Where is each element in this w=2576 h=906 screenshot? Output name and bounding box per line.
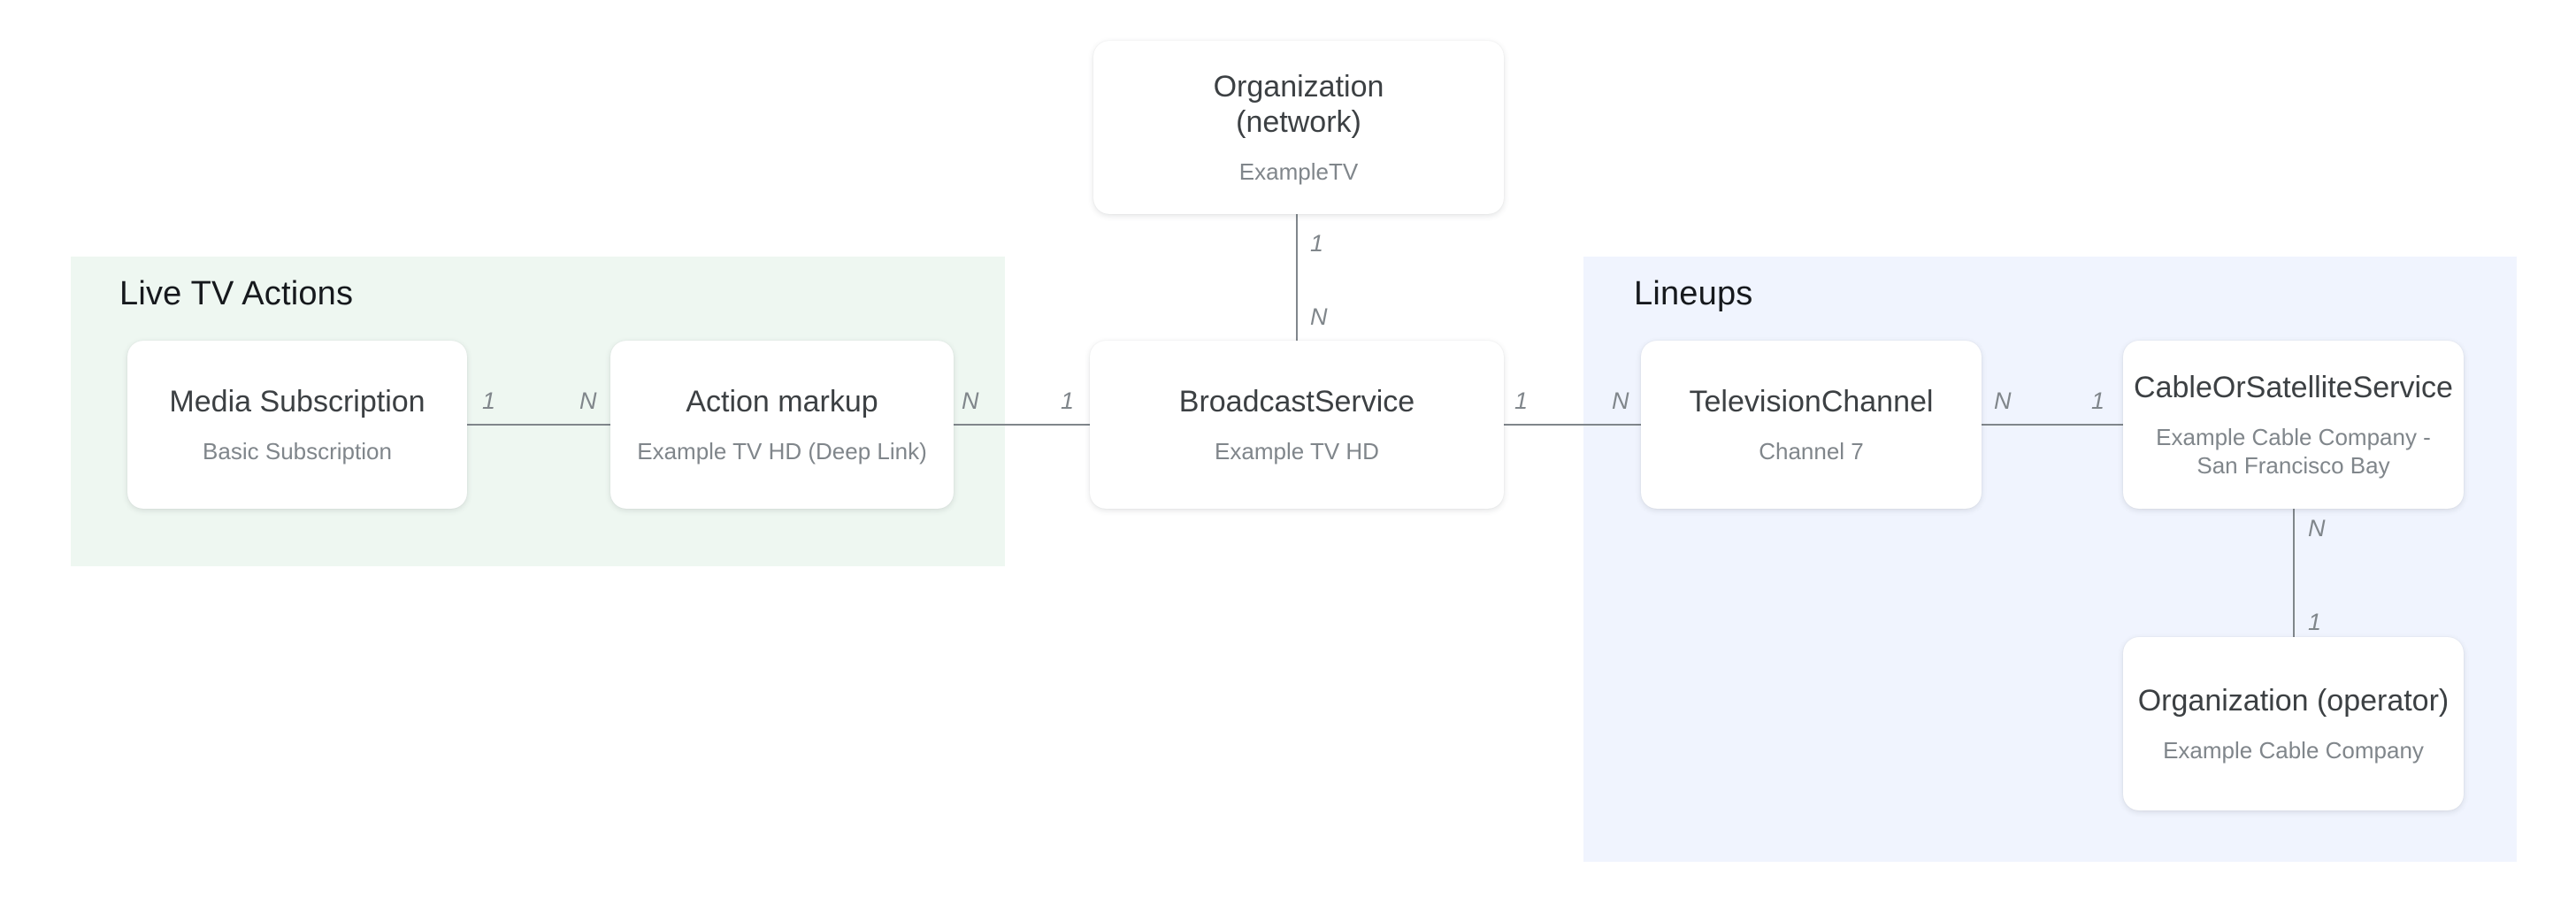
cardinality-media-subscription-out: 1: [482, 388, 496, 414]
cardinality-action-markup-out: N: [962, 388, 979, 414]
connector-broadcast-service-to-television-channel: [1495, 424, 1654, 426]
node-subtitle-organization-network: ExampleTV: [1238, 157, 1359, 185]
connector-television-channel-to-cable-or-satellite-service: [1973, 424, 2132, 426]
node-subtitle-action-markup: Example TV HD (Deep Link): [637, 437, 927, 465]
connector-organization-network-to-broadcast-service: [1296, 211, 1298, 342]
cardinality-organization-operator-in-top: 1: [2308, 609, 2322, 635]
node-cable-or-satellite-service[interactable]: CableOrSatelliteService Example Cable Co…: [2123, 341, 2464, 509]
node-television-channel[interactable]: TelevisionChannel Channel 7: [1641, 341, 1982, 509]
node-title-broadcast-service: BroadcastService: [1178, 384, 1415, 418]
node-title-action-markup: Action markup: [686, 384, 878, 418]
node-media-subscription[interactable]: Media Subscription Basic Subscription: [127, 341, 467, 509]
node-organization-operator[interactable]: Organization (operator) Example Cable Co…: [2123, 637, 2464, 810]
node-title-cable-or-satellite-service: CableOrSatelliteService: [2134, 370, 2453, 404]
connector-media-subscription-to-action-markup: [460, 424, 628, 426]
connector-cable-or-satellite-service-to-organization-operator: [2293, 506, 2295, 637]
node-action-markup[interactable]: Action markup Example TV HD (Deep Link): [610, 341, 954, 509]
group-title-live-tv-actions: Live TV Actions: [119, 275, 354, 312]
cardinality-action-markup-in-left: N: [579, 388, 597, 414]
cardinality-television-channel-out-right: N: [1994, 388, 2012, 414]
connector-action-markup-to-broadcast-service: [938, 424, 1097, 426]
node-subtitle-organization-operator: Example Cable Company: [2163, 736, 2424, 764]
node-subtitle-television-channel: Channel 7: [1759, 437, 1864, 465]
cardinality-organization-network-out: 1: [1310, 230, 1324, 257]
cardinality-cable-or-satellite-service-in-left: 1: [2091, 388, 2105, 414]
node-broadcast-service[interactable]: BroadcastService Example TV HD: [1090, 341, 1504, 509]
node-title-organization-operator: Organization (operator): [2137, 683, 2450, 718]
node-subtitle-media-subscription: Basic Subscription: [203, 437, 392, 465]
node-title-media-subscription: Media Subscription: [169, 384, 426, 418]
group-title-lineups: Lineups: [1634, 275, 1753, 312]
node-title-organization-network: Organization (network): [1213, 69, 1384, 139]
cardinality-cable-or-satellite-service-out-bottom: N: [2308, 515, 2326, 541]
cardinality-broadcast-service-in-top: N: [1310, 303, 1328, 330]
node-organization-network[interactable]: Organization (network) ExampleTV: [1093, 41, 1504, 214]
node-subtitle-cable-or-satellite-service: Example Cable Company - San Francisco Ba…: [2156, 423, 2431, 480]
cardinality-broadcast-service-in-left: 1: [1061, 388, 1075, 414]
node-title-television-channel: TelevisionChannel: [1689, 384, 1934, 418]
node-subtitle-broadcast-service: Example TV HD: [1215, 437, 1379, 465]
cardinality-broadcast-service-out-right: 1: [1514, 388, 1529, 414]
cardinality-television-channel-in-left: N: [1612, 388, 1629, 414]
